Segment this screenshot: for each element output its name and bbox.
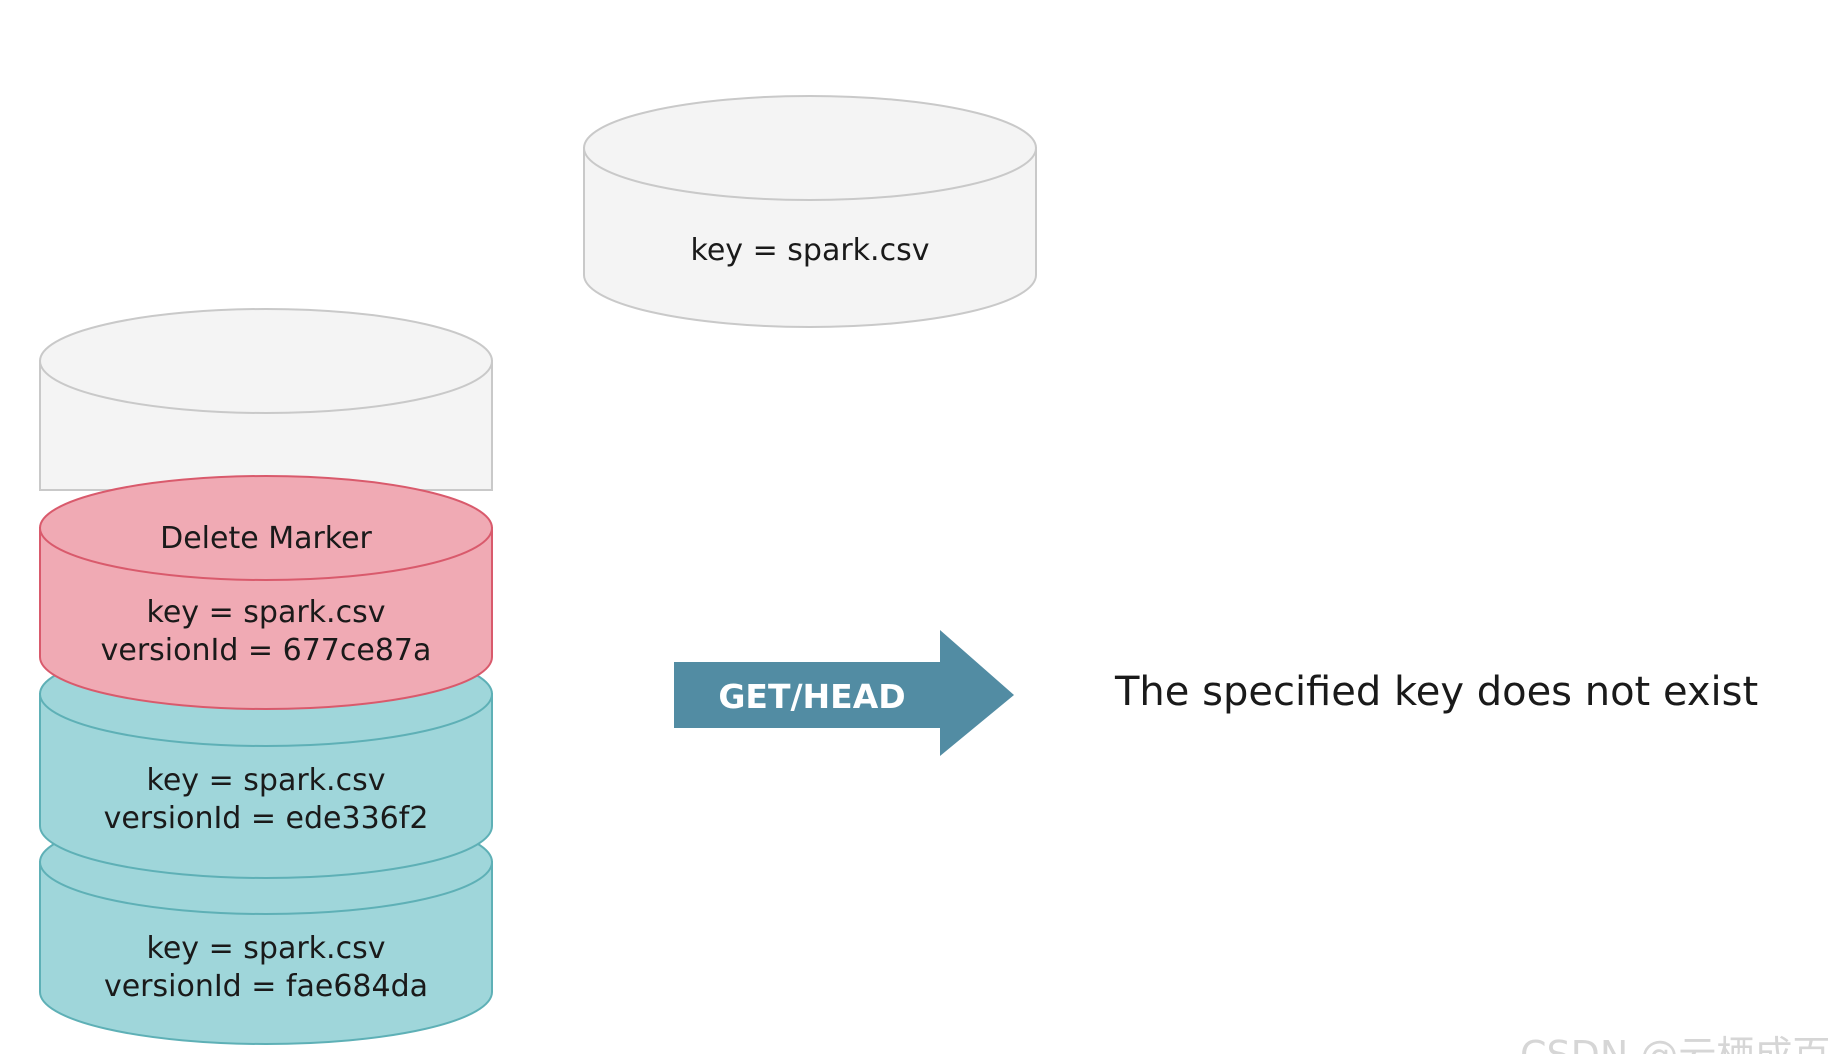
delete-marker-title: Delete Marker [160, 521, 372, 556]
delete-marker-id-label: versionId = 677ce87a [101, 633, 432, 668]
result-message: The specified key does not exist [1114, 669, 1758, 715]
watermark-text: CSDN @云栖成百 [1520, 1033, 1830, 1054]
version-stack: key = spark.csv versionId = fae684da key… [39, 308, 493, 1045]
empty-slot-top [39, 308, 493, 414]
version-ede336f2-key-label: key = spark.csv [147, 763, 386, 798]
stack-empty-slot [39, 308, 493, 491]
arrow-shape [674, 630, 1014, 756]
delete-marker-top [39, 475, 493, 581]
incoming-object-cylinder: key = spark.csv [583, 95, 1037, 328]
stack-delete-marker: Delete Marker key = spark.csv versionId … [39, 475, 493, 710]
incoming-object-top [583, 95, 1037, 201]
get-head-arrow: GET/HEAD [674, 630, 1014, 756]
incoming-object-key-label: key = spark.csv [691, 233, 930, 268]
arrow-label: GET/HEAD [718, 677, 905, 716]
version-fae684da-key-label: key = spark.csv [147, 931, 386, 966]
version-ede336f2-id-label: versionId = ede336f2 [104, 801, 429, 836]
delete-marker-key-label: key = spark.csv [147, 595, 386, 630]
version-fae684da-id-label: versionId = fae684da [104, 969, 428, 1004]
